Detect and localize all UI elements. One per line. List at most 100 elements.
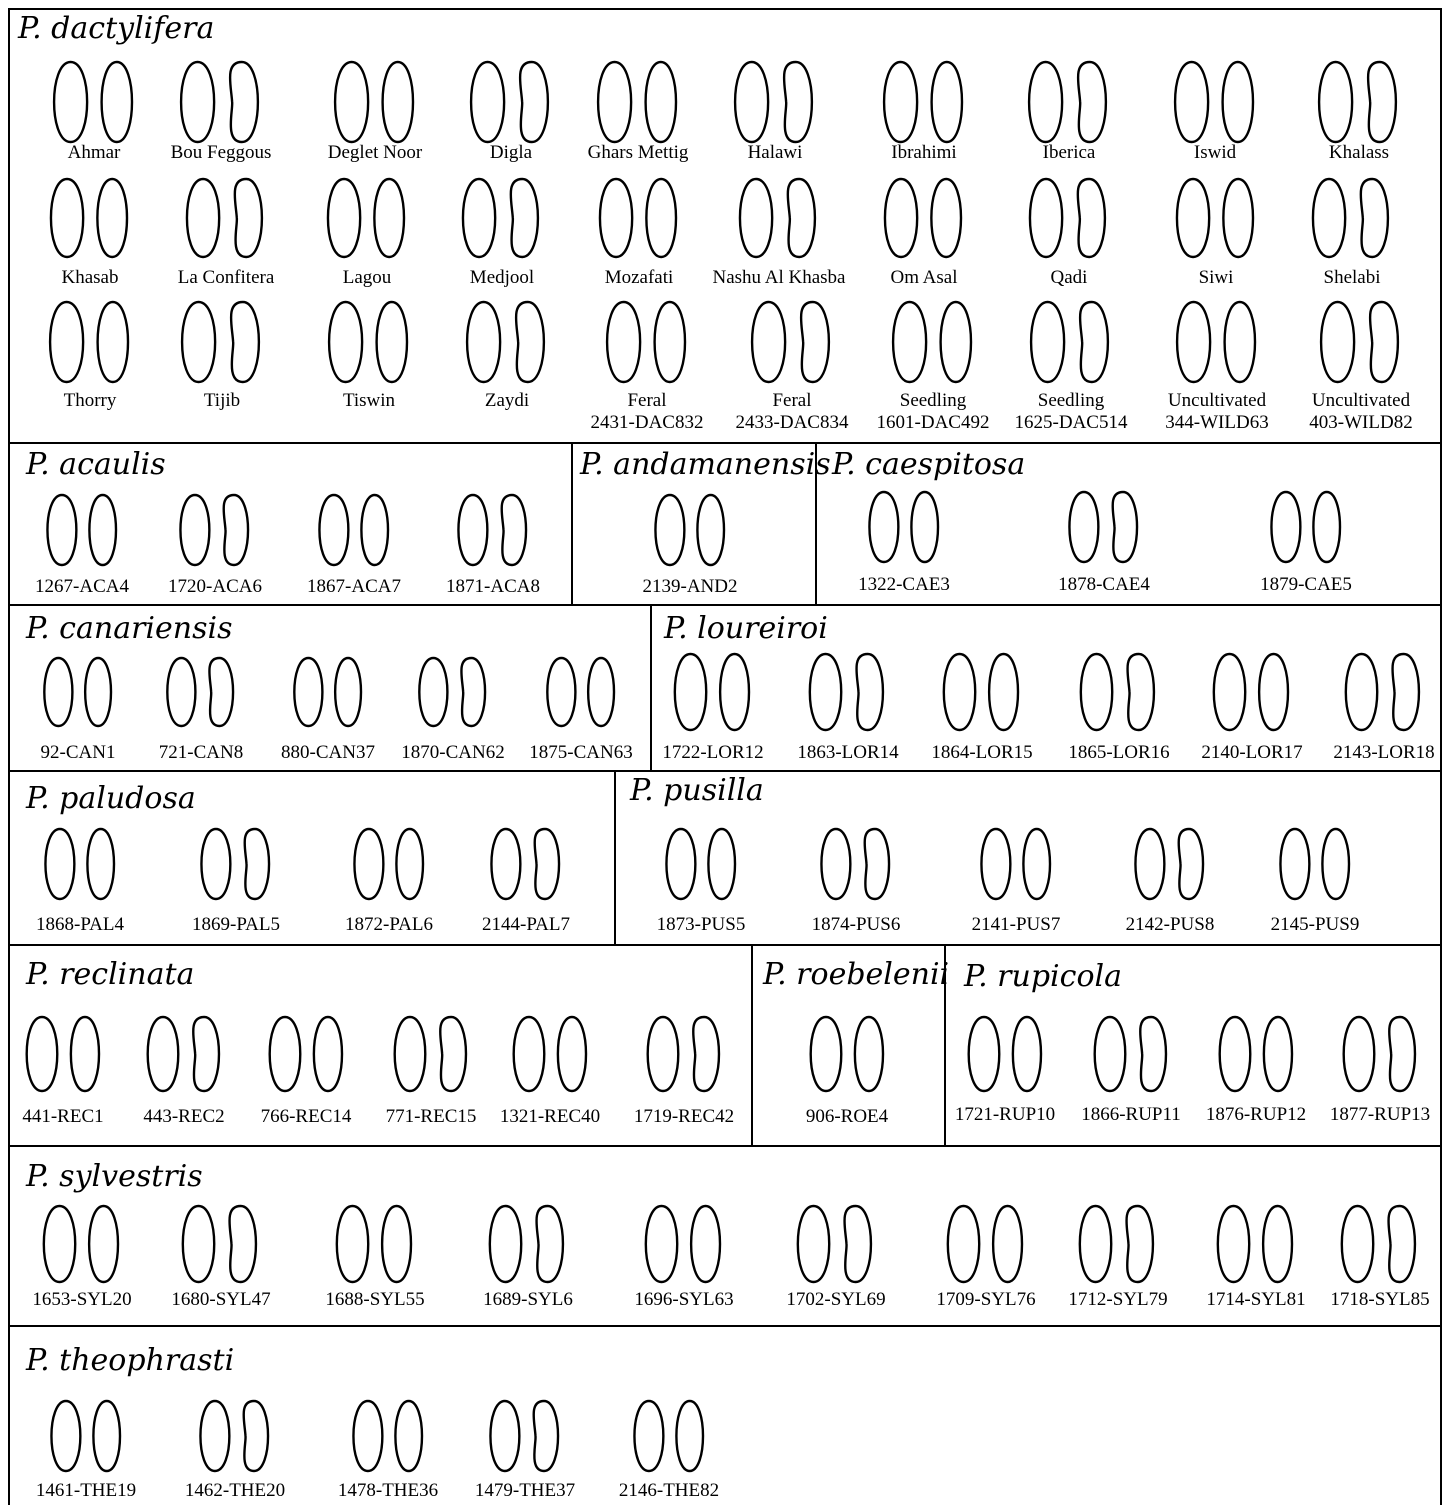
species-title: P. caespitosa — [832, 448, 1025, 482]
seed-dorsal-outline — [1313, 179, 1345, 257]
seed-lateral-outline — [533, 1401, 557, 1471]
seed-dorsal-outline — [752, 302, 785, 382]
seed-label: 1322-CAE3 — [858, 574, 950, 596]
seed-label: Ghars Mettig — [588, 142, 689, 164]
seed-lateral-outline — [377, 302, 407, 382]
seed-label: 1870-CAN62 — [401, 742, 504, 764]
seed-label: 721-CAN8 — [159, 742, 243, 764]
seed-label: 2141-PUS7 — [972, 914, 1061, 936]
seed-outline — [1273, 826, 1358, 902]
seed-dorsal-outline — [647, 1017, 678, 1091]
seed-label: Uncultivated — [1168, 390, 1266, 412]
seed-lateral-outline — [230, 1206, 256, 1282]
vertical-divider — [614, 770, 616, 944]
seed-lateral-outline — [1389, 1017, 1415, 1091]
seed-dorsal-outline — [735, 62, 768, 142]
seed-outline — [38, 826, 123, 902]
seed-label: 880-CAN37 — [281, 742, 375, 764]
seed-label: Shelabi — [1324, 267, 1381, 289]
seed-label: 2431-DAC832 — [591, 412, 704, 434]
seed-label: Iberica — [1043, 142, 1096, 164]
seed-label: 1688-SYL55 — [325, 1289, 424, 1311]
seed-label: 1719-REC42 — [634, 1106, 734, 1128]
seed-label: Khasab — [62, 267, 119, 289]
seed-lateral-outline — [1178, 829, 1202, 899]
seed-lateral-outline — [461, 658, 485, 726]
seed-outline — [37, 655, 119, 729]
seed-outline — [936, 651, 1027, 733]
seed-dorsal-outline — [490, 1401, 519, 1471]
seed-label: 1702-SYL69 — [786, 1289, 885, 1311]
seed-dorsal-outline — [328, 179, 360, 257]
seed-lateral-outline — [361, 495, 388, 565]
seed-dorsal-outline — [821, 829, 850, 899]
seed-lateral-outline — [375, 179, 405, 257]
seed-outline — [40, 492, 125, 568]
seed-outline — [790, 1203, 881, 1285]
seed-dorsal-outline — [1081, 654, 1112, 730]
seed-dorsal-outline — [1029, 62, 1062, 142]
seed-dorsal-outline — [394, 1017, 425, 1091]
seed-dorsal-outline — [200, 1401, 229, 1471]
seed-outline — [648, 492, 733, 568]
seed-label: 1696-SYL63 — [634, 1289, 733, 1311]
seed-label: Deglet Noor — [328, 142, 422, 164]
seed-dorsal-outline — [1342, 1206, 1373, 1282]
seed-label: 1478-THE36 — [338, 1480, 438, 1502]
seed-outline — [1169, 299, 1264, 385]
seed-outline — [43, 176, 136, 260]
seed-lateral-outline — [1012, 1017, 1040, 1091]
seed-lateral-outline — [1322, 829, 1349, 899]
seed-label: 1865-LOR16 — [1068, 742, 1169, 764]
seed-dorsal-outline — [1218, 1206, 1249, 1282]
seed-dorsal-outline — [740, 179, 772, 257]
seed-lateral-outline — [383, 1206, 412, 1282]
seed-dorsal-outline — [547, 658, 575, 726]
seed-label: Qadi — [1051, 267, 1088, 289]
seed-outline — [160, 655, 242, 729]
seed-lateral-outline — [1264, 1206, 1293, 1282]
seed-label: Khalass — [1329, 142, 1389, 164]
seed-dorsal-outline — [294, 658, 322, 726]
seed-lateral-outline — [93, 1401, 120, 1471]
species-title: P. roebelenii — [763, 958, 949, 992]
seed-lateral-outline — [534, 829, 558, 899]
seed-lateral-outline — [383, 62, 413, 142]
seed-lateral-outline — [102, 62, 132, 142]
seed-lateral-outline — [223, 495, 247, 565]
seed-label: 2142-PUS8 — [1126, 914, 1215, 936]
seed-label: 1625-DAC514 — [1015, 412, 1128, 434]
seed-label: 1721-RUP10 — [955, 1104, 1055, 1126]
seed-label: 1709-SYL76 — [936, 1289, 1035, 1311]
seed-lateral-outline — [335, 658, 361, 726]
seed-dorsal-outline — [54, 62, 87, 142]
seed-lateral-outline — [98, 179, 128, 257]
species-title: P. loureiroi — [664, 612, 828, 646]
seed-lateral-outline — [396, 829, 423, 899]
seed-label: 1461-THE19 — [36, 1480, 136, 1502]
seed-dorsal-outline — [458, 495, 487, 565]
seed-dorsal-outline — [167, 658, 195, 726]
seed-label: 92-CAN1 — [41, 742, 116, 764]
seed-dorsal-outline — [182, 302, 215, 382]
seed-label: Thorry — [64, 390, 117, 412]
seed-lateral-outline — [244, 829, 268, 899]
seed-lateral-outline — [708, 829, 735, 899]
horizontal-divider — [8, 604, 1442, 606]
seed-lateral-outline — [697, 495, 724, 565]
seed-lateral-outline — [511, 179, 538, 257]
seed-lateral-outline — [692, 1206, 721, 1282]
seed-label: 766-REC14 — [261, 1106, 352, 1128]
seed-label: 1479-THE37 — [475, 1480, 575, 1502]
seed-label: 2143-LOR18 — [1333, 742, 1434, 764]
seed-outline — [1023, 299, 1118, 385]
seed-dorsal-outline — [26, 1017, 57, 1091]
seed-outline — [659, 826, 744, 902]
seed-dorsal-outline — [1219, 1017, 1250, 1091]
seed-label: Feral — [772, 390, 811, 412]
seed-outline — [744, 299, 839, 385]
seed-dorsal-outline — [885, 179, 917, 257]
seed-dorsal-outline — [490, 1206, 521, 1282]
seed-outline — [638, 1203, 729, 1285]
seed-dorsal-outline — [798, 1206, 829, 1282]
